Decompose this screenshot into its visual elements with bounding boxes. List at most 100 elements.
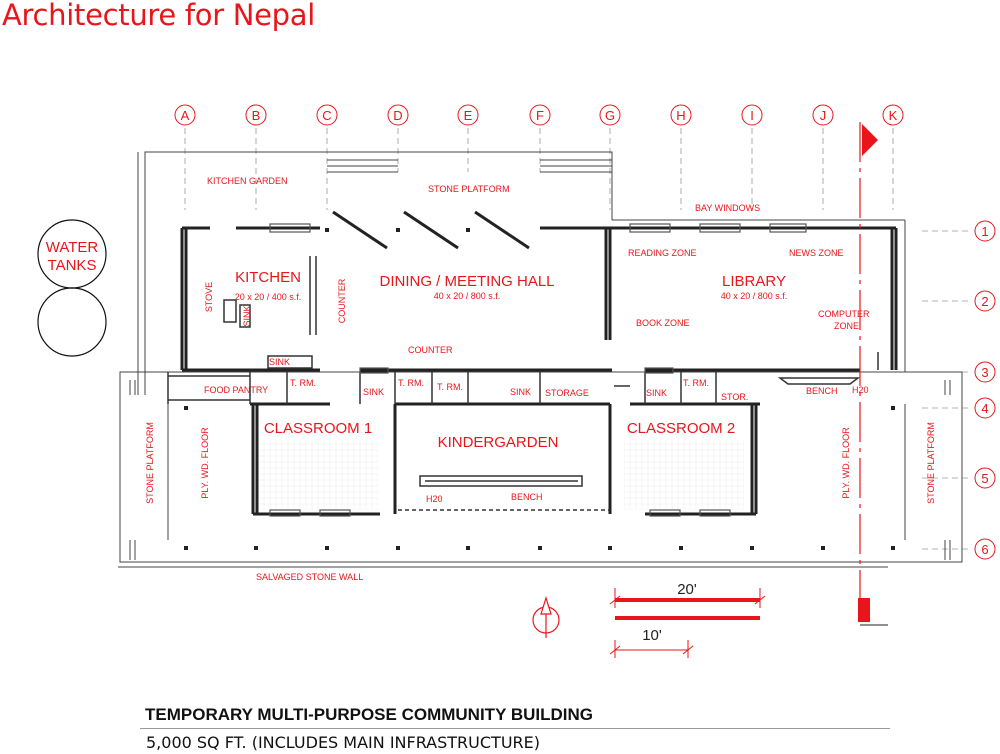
folding-doors [332, 210, 530, 250]
grid-bubble-4: 4 [974, 397, 996, 419]
grid-label: 6 [981, 542, 988, 557]
grid-bubble-2: 2 [974, 290, 996, 312]
label-counter: COUNTER [408, 345, 453, 355]
label-stone-platform-left: STONE PLATFORM [145, 422, 155, 504]
label-stone-platform: STONE PLATFORM [428, 184, 510, 194]
grid-label: 3 [981, 365, 988, 380]
grid-bubble-e: E [457, 104, 479, 126]
label-reading-zone: READING ZONE [628, 248, 697, 258]
grid-label: A [181, 108, 190, 123]
label-computer-zone: ZONE [834, 321, 859, 331]
label-bench-library: BENCH [806, 386, 838, 396]
room-library-area: 40 x 20 / 800 s.f. [721, 291, 788, 301]
label-storage: STORAGE [545, 388, 589, 398]
room-library: LIBRARY [722, 273, 786, 290]
room-kitchen-area: 20 x 20 / 400 s.f. [235, 292, 302, 302]
room-dining-area: 40 x 20 / 800 s.f. [434, 291, 501, 301]
label-salvaged-wall: SALVAGED STONE WALL [256, 572, 363, 582]
grid-bubble-h: H [670, 104, 692, 126]
label-stone-platform-right: STONE PLATFORM [926, 422, 936, 504]
grid-bubble-j: J [812, 104, 834, 126]
water-tanks: WATER TANKS [37, 219, 107, 357]
windows [269, 223, 807, 517]
scale-big-label: 20' [677, 581, 697, 598]
walls [180, 226, 898, 516]
label-bench-kg: BENCH [511, 492, 543, 502]
room-kitchen: KITCHEN [235, 269, 301, 286]
grid-label: 4 [981, 401, 988, 416]
grid-bubble-1: 1 [974, 220, 996, 242]
scale-small-label: 10' [642, 627, 662, 644]
room-dining: DINING / MEETING HALL [379, 273, 554, 290]
grid-bubble-c: C [316, 104, 338, 126]
vertical-labels: STOVE SINK COUNTER STONE PLATFORM PLY. W… [145, 278, 936, 504]
grid-bubble-i: I [741, 104, 763, 126]
label-ply-floor-right: PLY. WD. FLOOR [841, 427, 851, 499]
footer-subtitle: 5,000 SQ FT. (INCLUDES MAIN INFRASTRUCTU… [146, 733, 541, 752]
grid-bubble-6: 6 [974, 538, 996, 560]
label-t-rm: T. RM. [290, 378, 316, 388]
page-title: Architecture for Nepal [2, 0, 316, 32]
grid-bubble-f: F [529, 104, 551, 126]
grid-label: G [605, 108, 615, 123]
label-kitchen-garden: KITCHEN GARDEN [207, 176, 288, 186]
grid-label: F [536, 108, 544, 123]
annotation-labels: KITCHEN GARDEN STONE PLATFORM BAY WINDOW… [204, 176, 870, 582]
label-h20: H20 [852, 385, 869, 395]
grid-label: C [322, 108, 331, 123]
north-arrow-icon [532, 595, 560, 638]
grid-bubble-g: G [599, 104, 621, 126]
section-cut-marker [858, 122, 888, 626]
grid-label: J [820, 108, 827, 123]
grid-label: K [889, 108, 898, 123]
site-outlines [118, 151, 963, 568]
footer-rule [140, 728, 890, 729]
interior-walls [167, 256, 879, 511]
grid-bubble-3: 3 [974, 361, 996, 383]
footer-title: TEMPORARY MULTI-PURPOSE COMMUNITY BUILDI… [145, 705, 593, 724]
label-news-zone: NEWS ZONE [789, 248, 844, 258]
label-h20: H20 [426, 494, 443, 504]
grid-bubble-b: B [245, 104, 267, 126]
grid-bubble-5: 5 [974, 467, 996, 489]
room-classroom-2: CLASSROOM 2 [627, 420, 735, 437]
grid-column-bubbles: A B C D E F G H I J K [174, 104, 904, 126]
room-classroom-1: CLASSROOM 1 [264, 420, 372, 437]
label-sink: SINK [363, 387, 384, 397]
grid-label: I [750, 108, 754, 123]
label-book-zone: BOOK ZONE [636, 318, 690, 328]
label-t-rm: T. RM. [398, 378, 424, 388]
column-posts [184, 228, 895, 550]
label-sink-kitchen: SINK [269, 357, 290, 367]
grid-label: 1 [981, 224, 988, 239]
label-food-pantry: FOOD PANTRY [204, 385, 268, 395]
label-sink-vertical: SINK [242, 305, 252, 326]
water-tanks-label: WATER [46, 239, 99, 256]
label-sink: SINK [646, 388, 667, 398]
grid-bubble-d: D [387, 104, 409, 126]
grid-label: 5 [981, 471, 988, 486]
grid-label: 2 [981, 294, 988, 309]
label-t-rm: T. RM. [437, 382, 463, 392]
label-sink: SINK [510, 387, 531, 397]
water-tanks-label: TANKS [48, 257, 97, 274]
grid-label: H [676, 108, 685, 123]
room-labels: KITCHEN 20 x 20 / 400 s.f. DINING / MEET… [235, 269, 788, 451]
label-stove: STOVE [204, 282, 214, 312]
label-stor: STOR. [721, 392, 748, 402]
grid-lines [184, 128, 972, 550]
label-computer-zone: COMPUTER [818, 309, 870, 319]
room-kindergarden: KINDERGARDEN [438, 434, 559, 451]
grid-bubble-a: A [174, 104, 196, 126]
label-counter-vertical: COUNTER [337, 278, 347, 323]
label-bay-windows: BAY WINDOWS [695, 203, 760, 213]
grid-label: E [464, 108, 473, 123]
label-ply-floor-left: PLY. WD. FLOOR [200, 427, 210, 499]
grid-label: B [252, 108, 261, 123]
label-t-rm: T. RM. [683, 378, 709, 388]
grid-row-bubbles: 1 2 3 4 5 6 [974, 220, 996, 560]
grid-label: D [393, 108, 402, 123]
grid-bubble-k: K [882, 104, 904, 126]
scale-bar: 20' 10' [609, 581, 766, 658]
